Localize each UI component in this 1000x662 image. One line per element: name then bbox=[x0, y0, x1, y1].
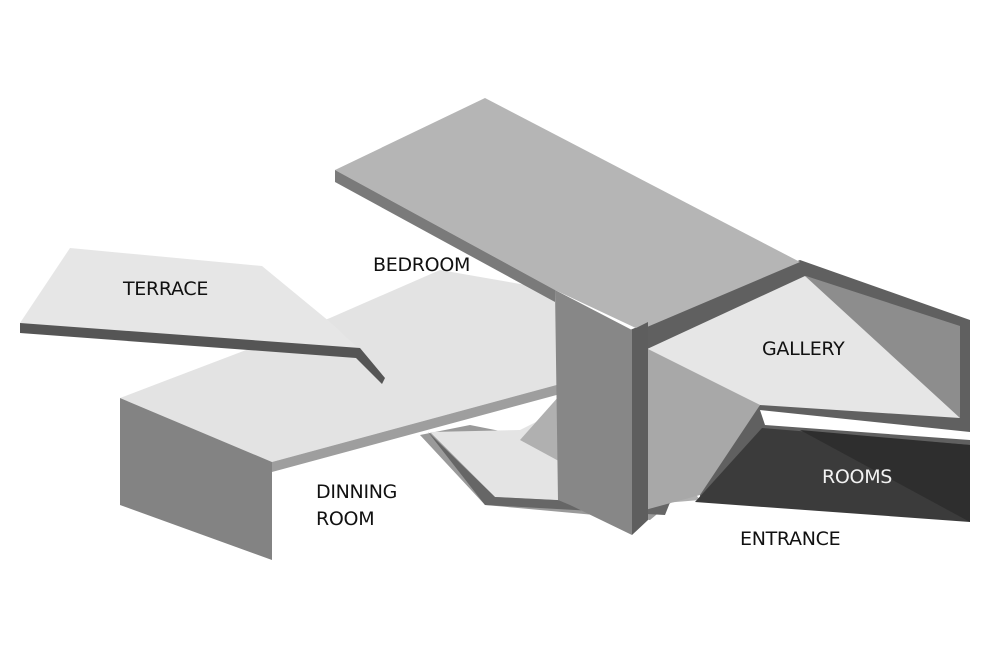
lower-passage-edge bbox=[428, 432, 675, 515]
rooms-shade bbox=[800, 430, 970, 522]
label-bedroom: BEDROOM bbox=[373, 254, 471, 276]
bedroom-slab-top bbox=[335, 98, 800, 330]
main-slab-edge bbox=[272, 380, 575, 472]
label-gallery: GALLERY bbox=[762, 338, 845, 360]
terrace-top bbox=[20, 248, 360, 350]
label-room: ROOM bbox=[316, 508, 375, 530]
bedroom-wall-edge bbox=[632, 322, 648, 535]
gallery-underside bbox=[640, 345, 760, 510]
label-rooms: ROOMS bbox=[822, 466, 893, 488]
main-slab-top bbox=[120, 270, 575, 462]
dinning-room-wall bbox=[120, 398, 272, 560]
label-entrance: ENTRANCE bbox=[740, 528, 841, 550]
bedroom-slab-edge bbox=[335, 170, 555, 302]
label-dinning: DINNING bbox=[316, 481, 398, 503]
terrace-edge bbox=[20, 323, 385, 384]
label-terrace: TERRACE bbox=[123, 278, 209, 300]
bedroom-support-wall bbox=[555, 290, 632, 535]
gallery-floor bbox=[645, 276, 960, 418]
